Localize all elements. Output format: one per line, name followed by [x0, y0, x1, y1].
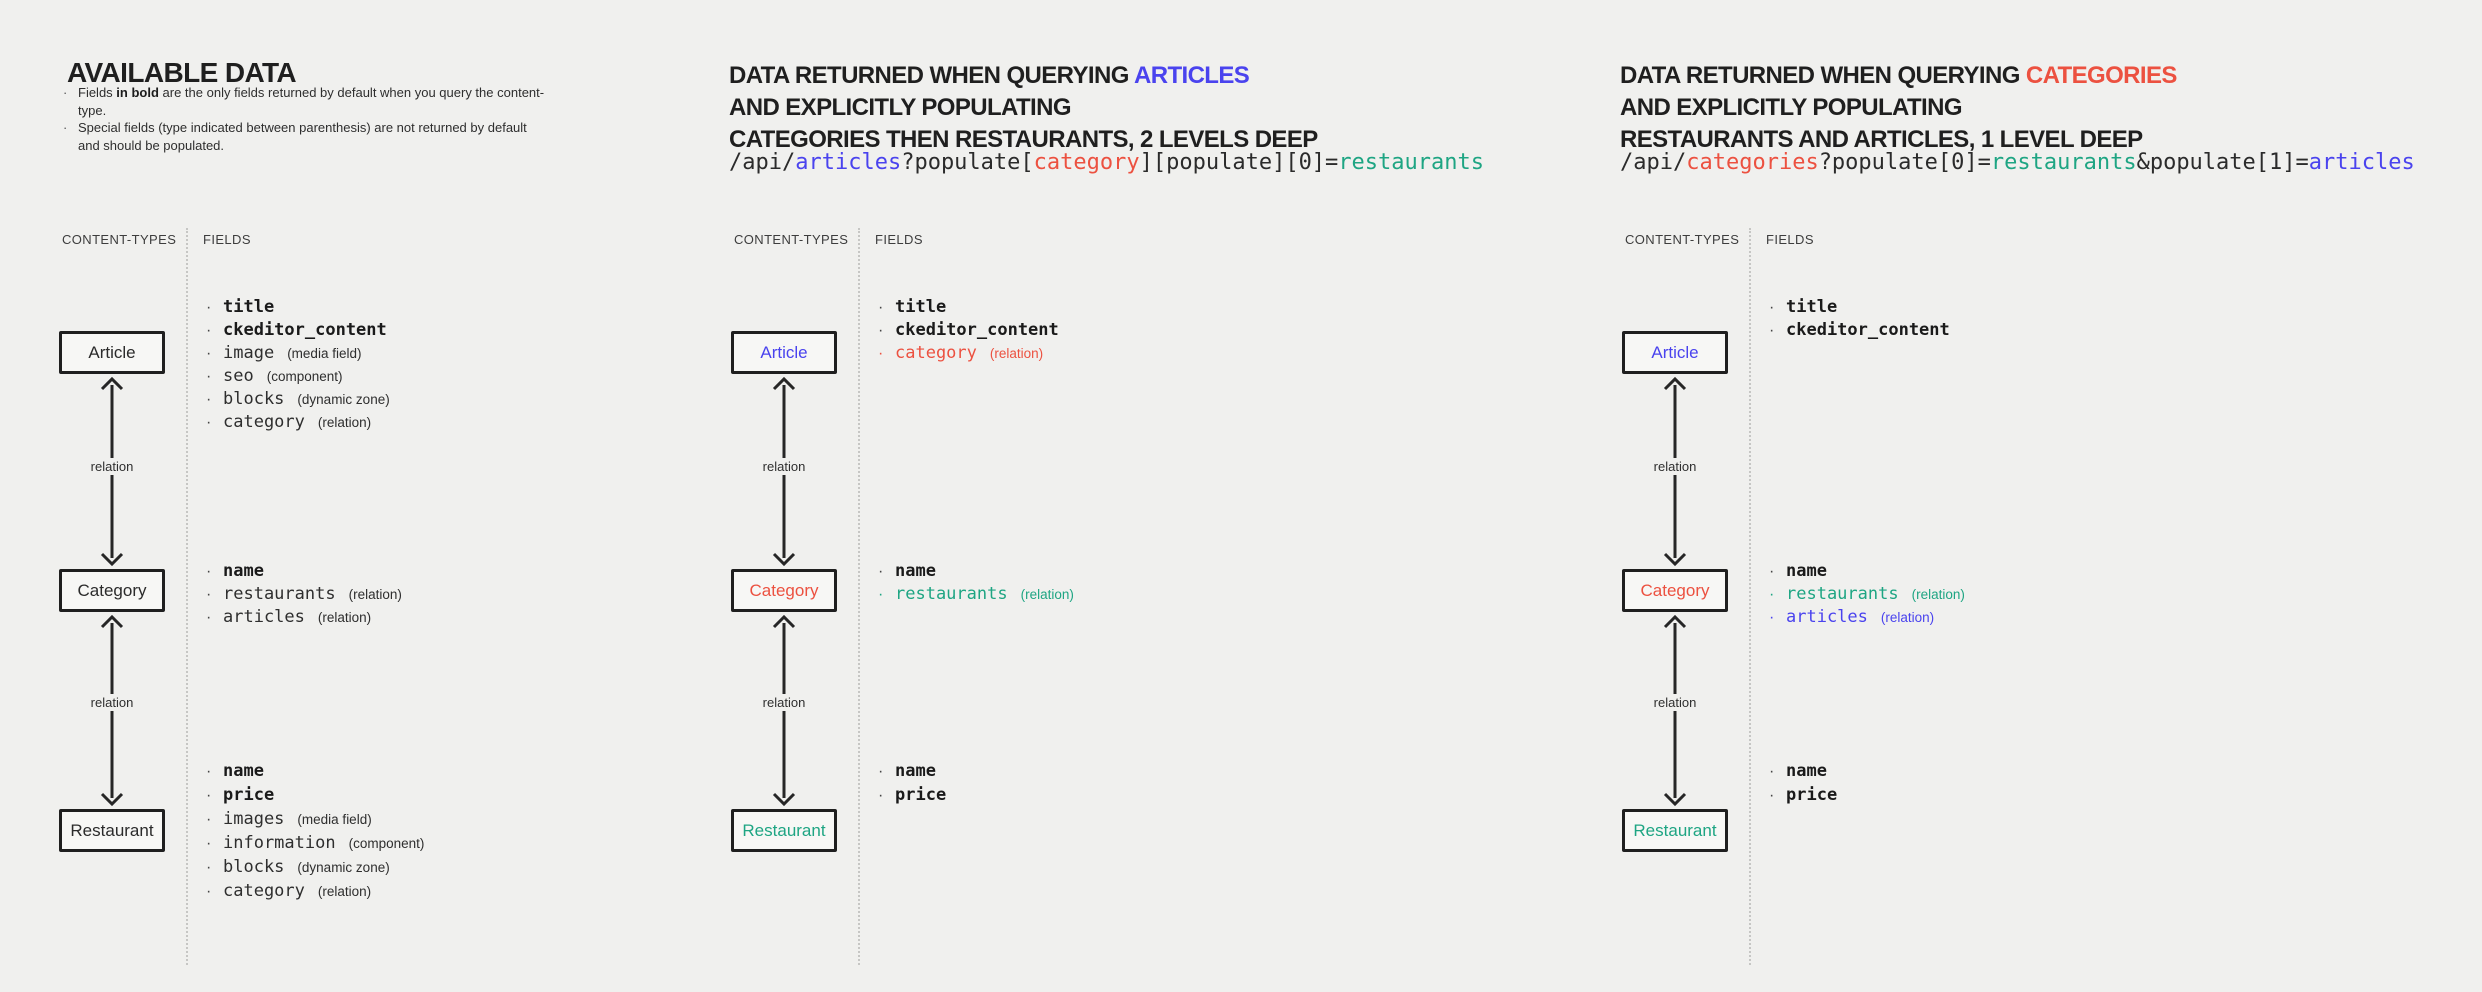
content-type-box-restaurant: Restaurant — [1622, 809, 1728, 852]
field-row-name: ·name — [878, 761, 936, 781]
panel-title-line-3: CATEGORIES THEN RESTAURANTS, 2 LEVELS DE… — [729, 125, 1318, 153]
column-divider — [858, 228, 860, 965]
api-query-url: /api/categories?populate[0]=restaurants&… — [1620, 150, 2415, 175]
field-row-blocks: ·blocks(dynamic zone) — [206, 857, 390, 877]
content-type-box-article: Article — [59, 331, 165, 374]
column-header-content-types: CONTENT-TYPES — [734, 232, 849, 247]
column-divider — [186, 228, 188, 965]
field-row-name: ·name — [1769, 761, 1827, 781]
legend-note: ·Special fields (type indicated between … — [63, 120, 527, 153]
field-row-seo: ·seo(component) — [206, 366, 343, 386]
field-row-name: ·name — [878, 561, 936, 581]
content-type-box-restaurant: Restaurant — [59, 809, 165, 852]
field-row-ckeditor-content: ·ckeditor_content — [1769, 320, 1950, 340]
content-type-box-category: Category — [731, 569, 837, 612]
field-row-price: ·price — [878, 785, 947, 805]
field-row-category: ·category(relation) — [206, 881, 372, 901]
content-type-box-category: Category — [59, 569, 165, 612]
panel-title: AVAILABLE DATA — [67, 56, 297, 88]
panel-title-line-2: AND EXPLICITLY POPULATING — [1620, 93, 1963, 121]
panel-title-line-1: DATA RETURNED WHEN QUERYING ARTICLES — [729, 61, 1250, 89]
field-row-price: ·price — [1769, 785, 1838, 805]
bullet-icon: · — [63, 120, 68, 135]
field-row-category: ·category(relation) — [878, 343, 1044, 363]
field-row-title: ·title — [206, 297, 275, 317]
field-row-title: ·title — [878, 297, 947, 317]
field-row-images: ·images(media field) — [206, 809, 372, 829]
field-row-information: ·information(component) — [206, 833, 425, 853]
field-row-articles: ·articles(relation) — [1769, 607, 1935, 627]
bullet-icon: · — [63, 85, 68, 100]
relation-label: relation — [756, 694, 812, 711]
column-header-fields: FIELDS — [203, 232, 251, 247]
relation-label: relation — [84, 458, 140, 475]
field-row-name: ·name — [206, 561, 264, 581]
field-row-articles: ·articles(relation) — [206, 607, 372, 627]
content-type-box-article: Article — [1622, 331, 1728, 374]
field-row-blocks: ·blocks(dynamic zone) — [206, 389, 390, 409]
relation-label: relation — [1647, 458, 1703, 475]
field-row-category: ·category(relation) — [206, 412, 372, 432]
field-row-restaurants: ·restaurants(relation) — [206, 584, 402, 604]
highlight-categories: CATEGORIES — [2025, 61, 2178, 89]
field-row-name: ·name — [1769, 561, 1827, 581]
content-type-box-category: Category — [1622, 569, 1728, 612]
field-row-restaurants: ·restaurants(relation) — [1769, 584, 1965, 604]
panel-title-line-2: AND EXPLICITLY POPULATING — [729, 93, 1072, 121]
legend-notes: ·Fields in bold are the only fields retu… — [62, 84, 550, 154]
field-row-ckeditor-content: ·ckeditor_content — [878, 320, 1059, 340]
legend-note: ·Fields in bold are the only fields retu… — [63, 85, 545, 118]
highlight-articles: ARTICLES — [1133, 61, 1250, 89]
field-row-name: ·name — [206, 761, 264, 781]
panel-title-line-1: DATA RETURNED WHEN QUERYING CATEGORIES — [1620, 61, 2178, 89]
relation-label: relation — [756, 458, 812, 475]
content-type-box-restaurant: Restaurant — [731, 809, 837, 852]
relation-label: relation — [84, 694, 140, 711]
api-query-url: /api/articles?populate[category][populat… — [729, 150, 1485, 175]
field-row-title: ·title — [1769, 297, 1838, 317]
content-type-box-article: Article — [731, 331, 837, 374]
field-row-restaurants: ·restaurants(relation) — [878, 584, 1074, 604]
column-header-fields: FIELDS — [875, 232, 923, 247]
field-row-price: ·price — [206, 785, 275, 805]
field-row-ckeditor-content: ·ckeditor_content — [206, 320, 387, 340]
column-header-content-types: CONTENT-TYPES — [1625, 232, 1740, 247]
relation-label: relation — [1647, 694, 1703, 711]
column-header-fields: FIELDS — [1766, 232, 1814, 247]
column-divider — [1749, 228, 1751, 965]
column-header-content-types: CONTENT-TYPES — [62, 232, 177, 247]
field-row-image: ·image(media field) — [206, 343, 362, 363]
panel-title-line-3: RESTAURANTS AND ARTICLES, 1 LEVEL DEEP — [1620, 125, 2143, 153]
